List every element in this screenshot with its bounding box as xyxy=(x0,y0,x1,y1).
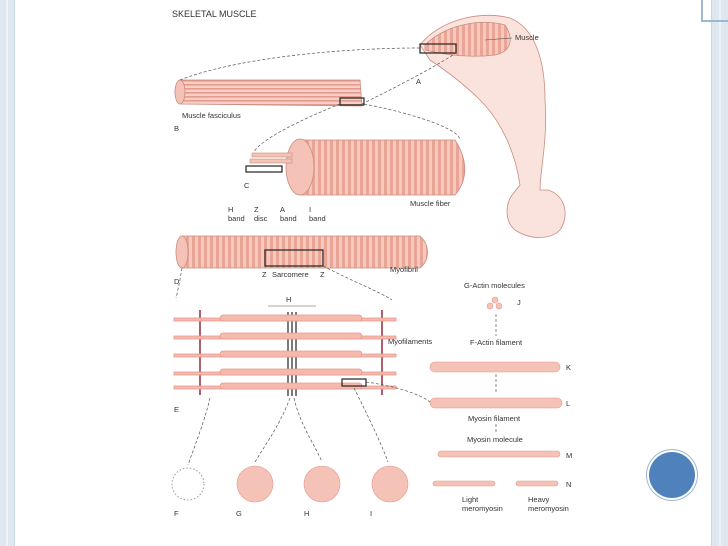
myofilaments-panel: H Myofilaments E xyxy=(173,295,432,414)
label-muscle-fasciculus: Muscle fasciculus xyxy=(182,111,241,120)
label-b: B xyxy=(174,124,179,133)
label-z-left: Z xyxy=(262,270,267,279)
label-g: G xyxy=(236,509,242,518)
label-h-bottom: H xyxy=(304,509,309,518)
label-c: C xyxy=(244,181,250,190)
muscle-fasciculus: Muscle fasciculus B xyxy=(174,79,365,133)
label-myofilaments: Myofilaments xyxy=(388,337,432,346)
label-h-top: H xyxy=(286,295,291,304)
left-rail-stripe xyxy=(6,0,8,546)
label-i: I xyxy=(370,509,372,518)
selection-box-d xyxy=(264,249,324,267)
label-muscle-fiber: Muscle fiber xyxy=(410,199,451,208)
label-sarcomere: Sarcomere xyxy=(272,270,309,279)
corner-bracket xyxy=(701,0,728,22)
arm-illustration: Muscle A xyxy=(416,15,566,238)
muscle-fiber: C Muscle fiber xyxy=(244,138,466,208)
label-a: A xyxy=(416,77,421,86)
label-muscle: Muscle xyxy=(515,33,539,42)
label-f-actin: F-Actin filament xyxy=(470,338,523,347)
selection-box-b xyxy=(339,97,365,106)
label-myosin-filament: Myosin filament xyxy=(468,414,521,423)
label-l: L xyxy=(566,399,570,408)
selection-box-c xyxy=(245,165,283,173)
selection-box-a xyxy=(419,43,457,54)
label-myofibril: Myofibril xyxy=(390,265,418,274)
label-f: F xyxy=(174,509,179,518)
label-k: K xyxy=(566,363,571,372)
label-j: J xyxy=(517,298,521,307)
label-n: N xyxy=(566,480,571,489)
label-z-right: Z xyxy=(320,270,325,279)
label-d: D xyxy=(174,277,180,286)
selection-box-e xyxy=(341,378,367,387)
cross-sections: F G H I xyxy=(171,387,409,518)
label-m: M xyxy=(566,451,572,460)
slide-dot xyxy=(649,452,695,498)
label-e: E xyxy=(174,405,179,414)
diagram-title: SKELETAL MUSCLE xyxy=(172,9,257,19)
label-g-actin: G-Actin molecules xyxy=(464,281,525,290)
label-myosin-molecule: Myosin molecule xyxy=(467,435,523,444)
molecular-column: G-Actin molecules J F-Actin filament K L… xyxy=(429,281,572,513)
right-rail-stripe xyxy=(719,0,721,546)
filament-rows xyxy=(173,314,397,390)
